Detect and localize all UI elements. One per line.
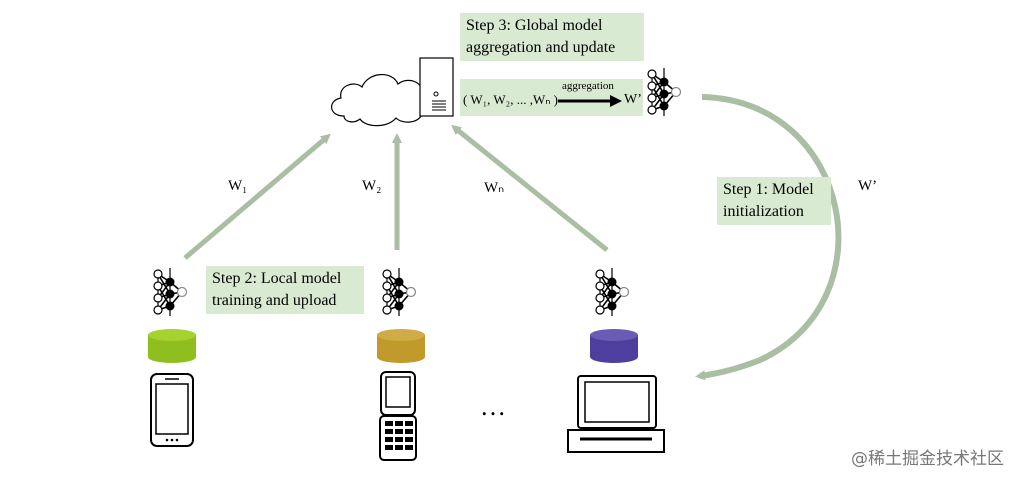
watermark: @稀土掘金技术社区: [851, 449, 1004, 469]
smartphone-icon: [150, 373, 194, 447]
cloud-icon: [331, 74, 433, 127]
aggregation-output: W’: [624, 92, 642, 107]
step3-line1: Step 3: Global model: [466, 17, 603, 34]
laptop-icon: [567, 375, 665, 453]
step1-line2: initialization: [723, 203, 804, 220]
weight-label-wn: Wₙ: [484, 180, 505, 196]
neural-network-icon: [382, 267, 417, 317]
weight-label-global: W’: [858, 178, 878, 194]
server-icon: [419, 57, 454, 117]
weight-label-w1: W₁: [228, 178, 248, 194]
step1-line1: Step 1: Model: [723, 181, 814, 198]
step2-line1: Step 2: Local model: [212, 270, 342, 287]
aggregation-label: aggregation: [562, 80, 614, 92]
step3-line2: aggregation and update: [466, 39, 616, 56]
neural-network-icon: [153, 267, 188, 317]
database-icon: [377, 329, 425, 363]
database-icon: [590, 329, 638, 363]
step2-line2: training and upload: [212, 292, 337, 309]
weight-label-w2: W₂: [362, 178, 382, 194]
step3-box: Step 3: Global model aggregation and upd…: [460, 13, 644, 61]
global-neural-network-icon: [647, 67, 682, 117]
step2-box: Step 2: Local model training and upload: [206, 266, 364, 314]
flip-phone-icon: [379, 371, 417, 461]
aggregation-inputs: ( W₁, W₂, ... ,Wₙ ): [463, 92, 558, 107]
step1-box: Step 1: Model initialization: [717, 177, 831, 225]
more-clients-ellipsis: …: [480, 392, 506, 421]
upload-arrow-1: [183, 133, 331, 260]
upload-arrow-n: [451, 124, 609, 252]
neural-network-icon: [595, 267, 630, 317]
distribution-arrow: [695, 94, 842, 381]
database-icon: [148, 329, 196, 363]
